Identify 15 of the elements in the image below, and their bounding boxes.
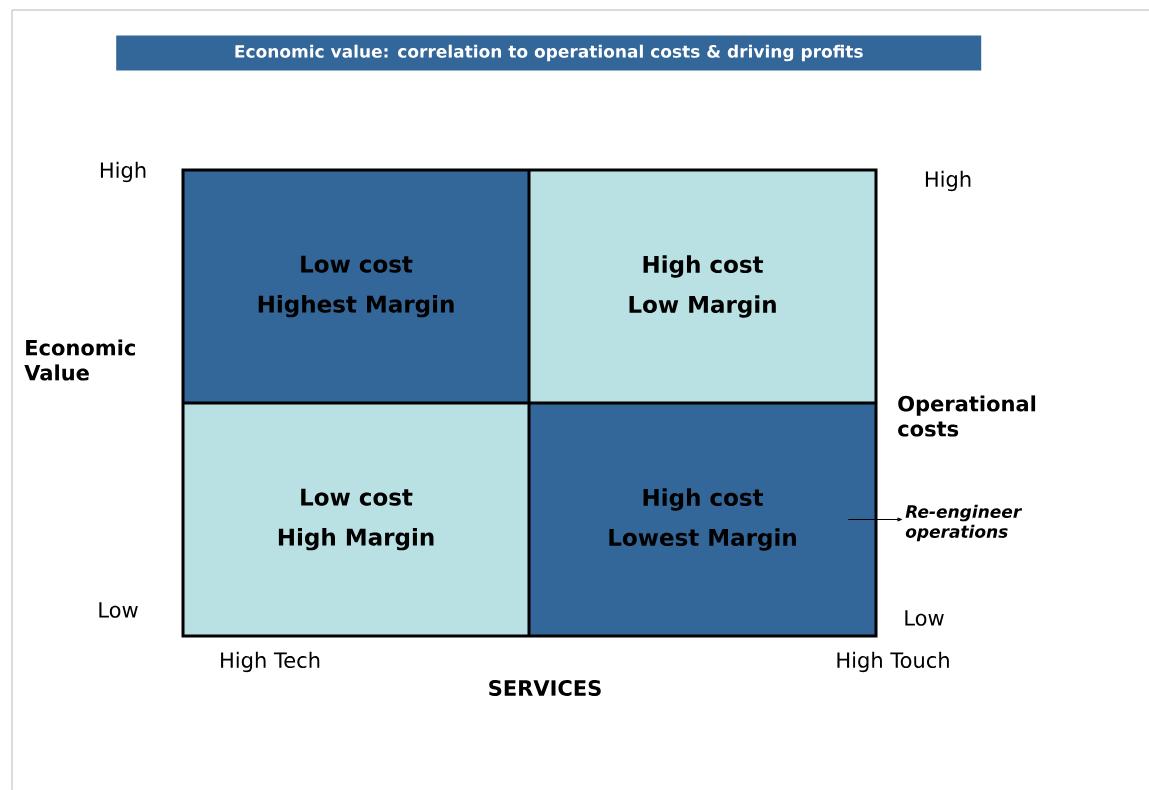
axis-label: High <box>925 170 971 192</box>
quadrant-box: Low cost Highest Margin <box>183 170 529 403</box>
quadrant-box: High cost Low Margin <box>529 170 876 403</box>
axis-label: Low <box>99 602 138 618</box>
quadrant-box: Low cost High Margin <box>183 403 529 636</box>
axis-title: Operational costs <box>898 395 1036 437</box>
annotation-text: Re-engineer operations <box>905 504 1023 542</box>
axis-label: High Touch <box>837 651 949 673</box>
title-banner: Economic value: correlation to operational costs & driving profits <box>116 35 982 71</box>
axis-label: High <box>100 161 146 183</box>
axis-title: Economic Value <box>24 339 135 381</box>
axis-label: Low <box>905 610 944 626</box>
arrow <box>847 517 903 522</box>
axis-title: SERVICES <box>489 680 601 696</box>
quadrant-box: High cost Lowest Margin <box>529 403 876 636</box>
